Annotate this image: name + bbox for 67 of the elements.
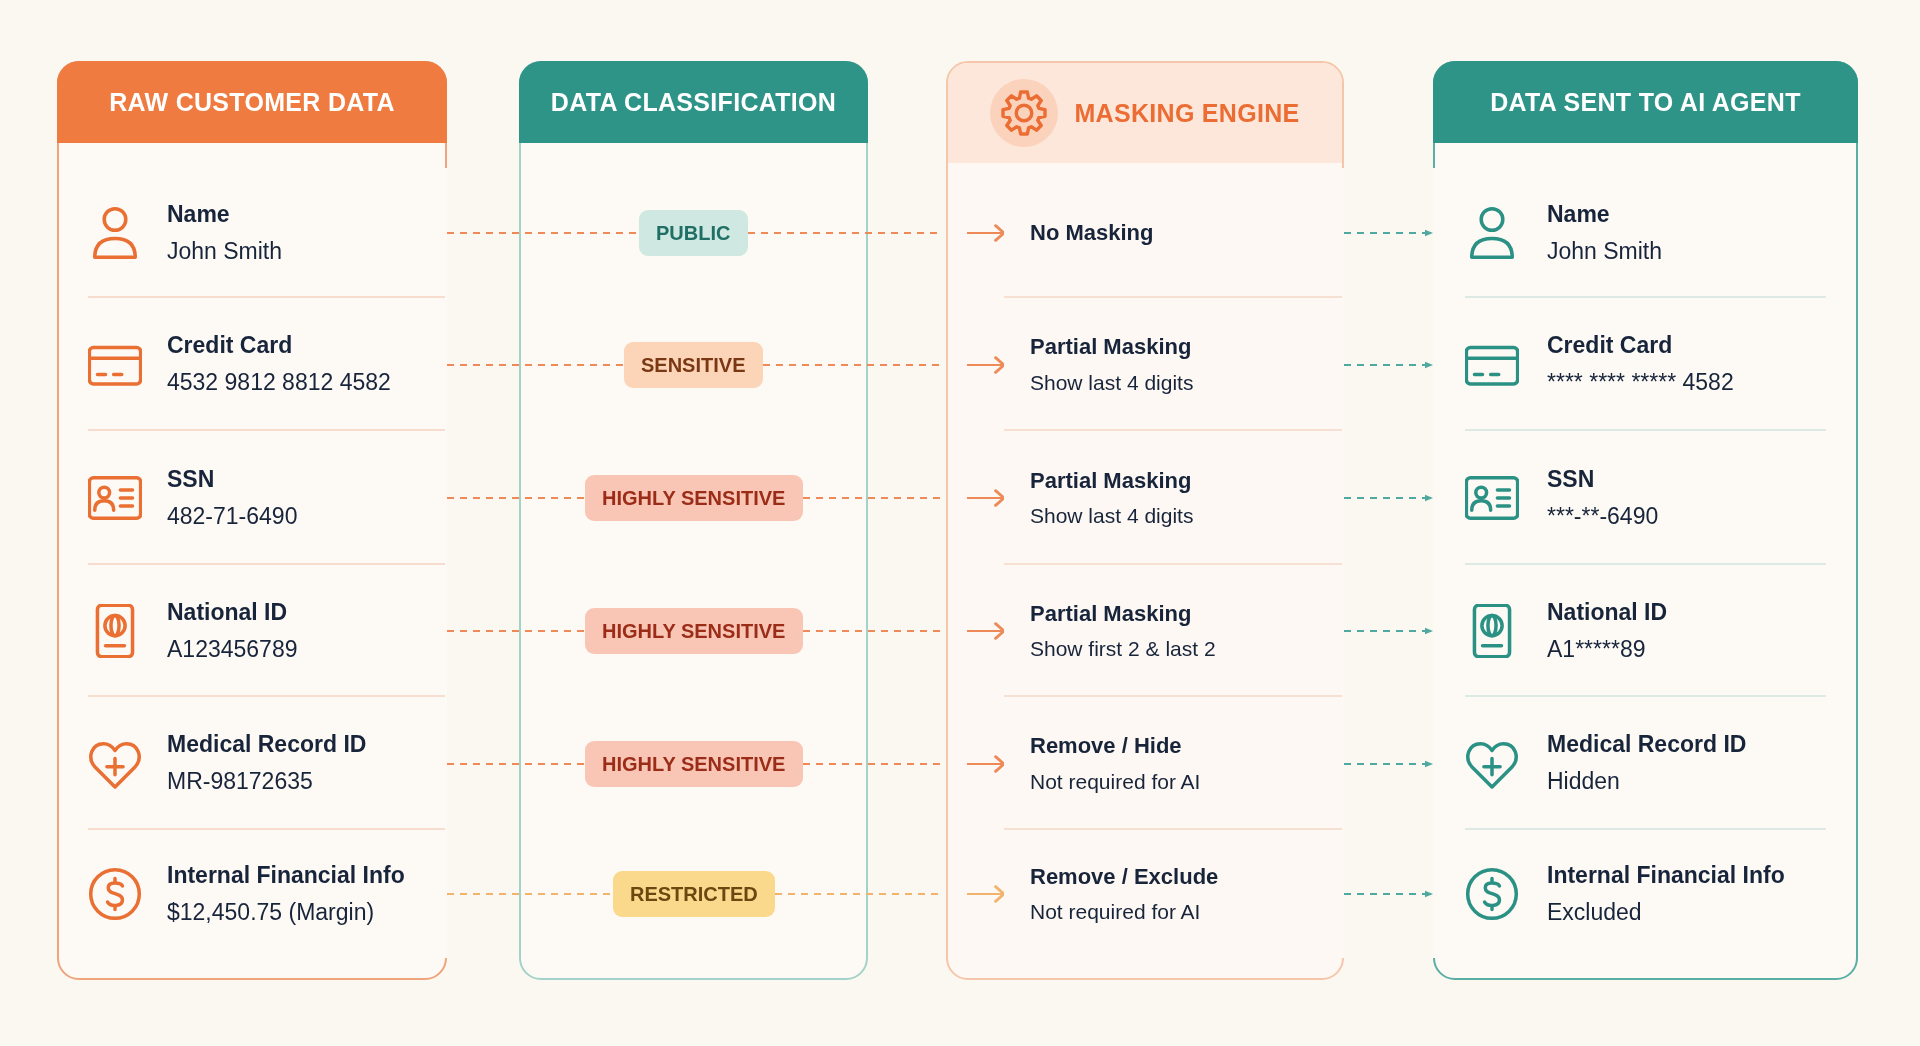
field-name: Internal Financial Info bbox=[1547, 861, 1785, 890]
field-name: National ID bbox=[1547, 598, 1668, 627]
rule-detail: Show last 4 digits bbox=[1030, 503, 1194, 529]
rule-detail: Show first 2 & last 2 bbox=[1030, 636, 1216, 662]
dashed-arrow bbox=[763, 356, 1006, 374]
field-value: 482-71-6490 bbox=[167, 502, 298, 531]
column-panel bbox=[1433, 61, 1858, 980]
field-value: A123456789 bbox=[167, 635, 298, 664]
dashed-arrow bbox=[775, 885, 1006, 903]
rule-name: Partial Masking bbox=[1030, 600, 1193, 628]
field-value: Excluded bbox=[1547, 898, 1643, 927]
dashed-arrow bbox=[748, 224, 1006, 242]
dashed-arrow bbox=[1344, 361, 1433, 369]
column-title: RAW CUSTOMER DATA bbox=[109, 87, 395, 117]
field-value: $12,450.75 (Margin) bbox=[167, 898, 376, 927]
field-value: **** **** ***** 4582 bbox=[1547, 369, 1734, 397]
dashed-arrow bbox=[803, 622, 1006, 640]
dashed-arrow bbox=[1344, 890, 1433, 898]
rule-name: No Masking bbox=[1030, 219, 1154, 247]
field-name: Name bbox=[167, 200, 231, 229]
classification-tag: HIGHLY SENSITIVE bbox=[585, 741, 803, 787]
field-name: National ID bbox=[167, 598, 289, 627]
dashed-line bbox=[447, 892, 613, 896]
field-name: Medical Record ID bbox=[1547, 731, 1747, 759]
field-value: ***-**-6490 bbox=[1547, 502, 1659, 531]
field-value: 4532 9812 8812 4582 bbox=[167, 369, 391, 397]
dashed-line bbox=[447, 496, 585, 500]
rule-detail: Not required for AI bbox=[1030, 899, 1202, 925]
dashed-line bbox=[447, 629, 585, 633]
column-panel bbox=[946, 61, 1344, 980]
rule-name: Partial Masking bbox=[1030, 467, 1193, 495]
field-value: Hidden bbox=[1547, 768, 1621, 796]
column-panel bbox=[57, 61, 447, 980]
classification-tag: SENSITIVE bbox=[624, 342, 763, 388]
field-value: A1*****89 bbox=[1547, 635, 1647, 664]
rule-name: Partial Masking bbox=[1030, 334, 1193, 361]
classification-tag: PUBLIC bbox=[639, 210, 748, 256]
rule-detail: Show last 4 digits bbox=[1030, 369, 1194, 395]
dashed-arrow bbox=[1344, 494, 1433, 502]
dashed-line bbox=[447, 363, 624, 367]
rule-name: Remove / Hide bbox=[1030, 733, 1183, 760]
classification-tag: RESTRICTED bbox=[613, 871, 775, 917]
field-name: Internal Financial Info bbox=[167, 861, 405, 890]
dashed-arrow bbox=[1344, 229, 1433, 237]
dashed-line bbox=[447, 231, 639, 235]
rule-name: Remove / Exclude bbox=[1030, 863, 1219, 891]
column-title: DATA CLASSIFICATION bbox=[550, 87, 837, 117]
dashed-arrow bbox=[1344, 627, 1433, 635]
column-title: MASKING ENGINE bbox=[1074, 98, 1300, 128]
rule-detail: Not required for AI bbox=[1030, 768, 1201, 794]
field-name: SSN bbox=[167, 465, 216, 494]
dashed-arrow bbox=[803, 755, 1006, 773]
column-title: DATA SENT TO AI AGENT bbox=[1490, 87, 1801, 117]
classification-tag: HIGHLY SENSITIVE bbox=[585, 608, 803, 654]
field-value: John Smith bbox=[1547, 237, 1663, 266]
dashed-line bbox=[447, 762, 585, 766]
field-name: Credit Card bbox=[1547, 332, 1674, 360]
field-name: Name bbox=[1547, 200, 1611, 229]
field-value: MR-98172635 bbox=[167, 768, 314, 796]
field-name: Credit Card bbox=[167, 332, 294, 360]
dashed-arrow bbox=[1344, 760, 1433, 768]
field-name: Medical Record ID bbox=[167, 731, 367, 759]
dashed-arrow bbox=[803, 489, 1006, 507]
field-value: John Smith bbox=[167, 237, 283, 266]
field-name: SSN bbox=[1547, 465, 1596, 494]
classification-tag: HIGHLY SENSITIVE bbox=[585, 475, 803, 521]
column-panel bbox=[519, 61, 868, 980]
